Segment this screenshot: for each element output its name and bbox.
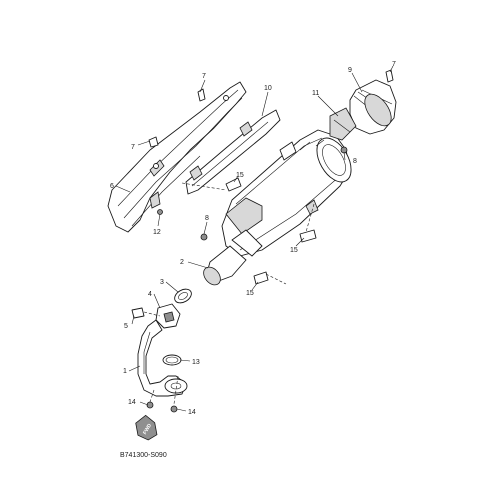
cap-protector	[329, 107, 357, 141]
callout-1: 1	[123, 368, 127, 375]
callout-7: 7	[131, 144, 135, 151]
callout-6: 6	[110, 183, 114, 190]
callout-12: 12	[153, 229, 161, 236]
muffler-end-cap	[349, 79, 397, 135]
forward-arrow-label: FWD	[142, 423, 153, 436]
o-ring-gasket	[162, 354, 182, 366]
callout-7: 7	[202, 73, 206, 80]
callout-7: 7	[392, 61, 396, 68]
heat-protector	[107, 81, 247, 233]
heat-protector-2	[185, 109, 281, 195]
exhaust-pipe	[137, 319, 188, 397]
callout-3: 3	[160, 279, 164, 286]
callout-13: 13	[192, 359, 200, 366]
leader-lines	[115, 65, 394, 412]
callout-labels: 7 7 7 9 10 11 6 8 8 12 15 15 15 2 3 4 5 …	[110, 61, 396, 416]
callout-15: 15	[236, 172, 244, 179]
diagram-code: B741300-S090	[120, 452, 167, 459]
callout-10: 10	[264, 85, 272, 92]
callout-8: 8	[205, 215, 209, 222]
bolts	[131, 69, 394, 413]
callout-9: 9	[348, 67, 352, 74]
callout-14: 14	[188, 409, 196, 416]
gasket	[174, 288, 192, 304]
callout-11: 11	[312, 90, 319, 97]
forward-arrow: FWD	[135, 414, 158, 441]
callout-15: 15	[290, 247, 298, 254]
callout-2: 2	[180, 259, 184, 266]
callout-4: 4	[148, 291, 152, 298]
callout-15: 15	[246, 290, 254, 297]
callout-5: 5	[124, 323, 128, 330]
callout-14: 14	[128, 399, 136, 406]
exhaust-clamp	[155, 303, 181, 329]
muffler-assembly	[203, 129, 352, 286]
callout-8: 8	[353, 158, 357, 165]
